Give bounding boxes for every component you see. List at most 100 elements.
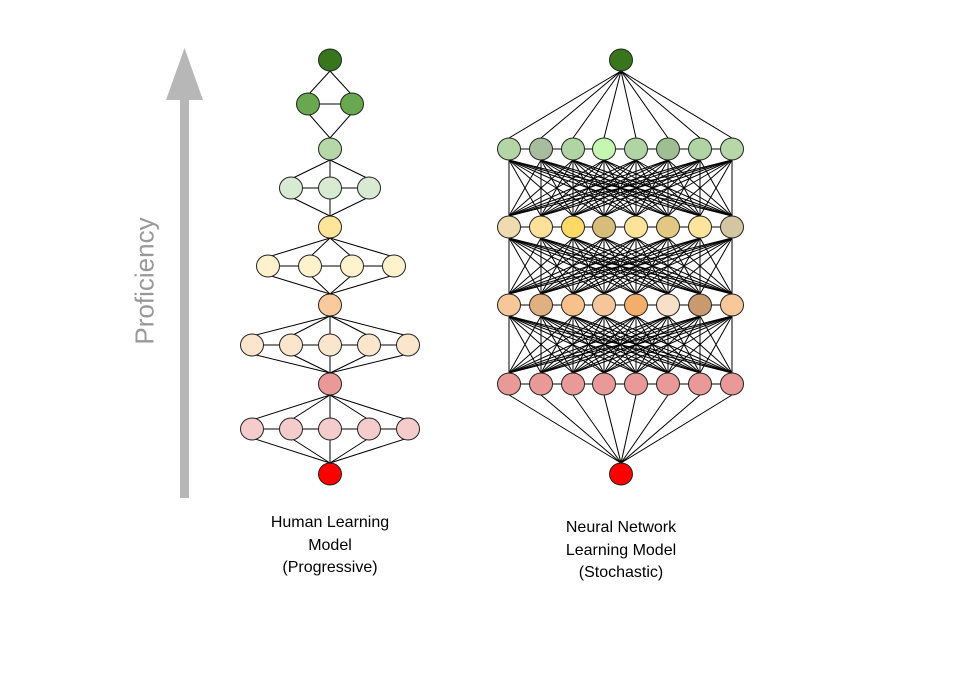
neural-edge: [572, 315, 733, 374]
neural-edge: [508, 315, 733, 374]
neural-edge: [603, 237, 733, 295]
neural-edge: [635, 237, 733, 295]
human-node: [279, 176, 303, 200]
neural-edge: [508, 159, 542, 217]
human-edge: [267, 237, 331, 258]
human-label-line: Model: [308, 536, 352, 554]
human-edge: [290, 394, 331, 421]
neural-edge: [620, 70, 701, 139]
neural-edge: [667, 159, 733, 217]
proficiency-arrow-shaft: [180, 98, 189, 498]
human-node: [318, 176, 342, 200]
neural-label-line: Neural Network: [565, 519, 677, 536]
human-node: [318, 48, 342, 72]
human-node: [296, 92, 320, 116]
neural-label-line: (Stochastic): [578, 564, 664, 581]
human-edge: [329, 274, 353, 295]
human-node: [279, 333, 303, 357]
neural-edge: [699, 237, 733, 295]
human-edge: [309, 274, 331, 295]
human-model-label: Human Learning Model (Progressive): [220, 512, 440, 580]
neural-node: [561, 137, 585, 161]
human-edge: [329, 437, 409, 464]
neural-node: [497, 215, 521, 239]
neural-node: [688, 137, 712, 161]
neural-node: [592, 372, 616, 396]
neural-node: [561, 293, 585, 317]
neural-edge: [620, 394, 701, 464]
neural-node: [592, 137, 616, 161]
neural-edge: [508, 237, 669, 295]
neural-edge: [620, 70, 669, 139]
human-node: [318, 372, 342, 396]
neural-edge: [699, 315, 733, 374]
neural-edge: [540, 394, 622, 464]
human-node: [318, 462, 342, 486]
neural-edge: [603, 159, 733, 217]
neural-node: [720, 215, 744, 239]
proficiency-arrow-head: [166, 48, 203, 100]
neural-edge: [540, 70, 622, 139]
neural-node: [624, 215, 648, 239]
proficiency-axis-label: Proficiency: [129, 217, 160, 345]
human-node: [279, 417, 303, 441]
human-node: [396, 333, 420, 357]
human-node: [318, 417, 342, 441]
neural-node: [561, 215, 585, 239]
neural-edge: [667, 237, 733, 295]
neural-edge: [508, 315, 701, 374]
neural-node: [624, 372, 648, 396]
neural-node: [656, 293, 680, 317]
human-edge: [329, 237, 353, 258]
neural-edge: [540, 237, 733, 295]
neural-node: [720, 372, 744, 396]
neural-node: [688, 293, 712, 317]
neural-edge: [635, 315, 733, 374]
neural-edge: [508, 159, 669, 217]
neural-node: [592, 215, 616, 239]
neural-node: [688, 372, 712, 396]
human-edge: [290, 196, 331, 217]
neural-edge: [508, 159, 637, 217]
neural-label-line: Learning Model: [565, 541, 677, 559]
neural-edge: [508, 315, 574, 374]
human-node: [318, 333, 342, 357]
neural-edge: [508, 159, 605, 217]
neural-node: [720, 293, 744, 317]
human-label-line: (Progressive): [282, 559, 378, 576]
neural-edge: [603, 70, 622, 139]
neural-edge: [620, 394, 669, 464]
human-node: [396, 417, 420, 441]
human-edge: [251, 315, 331, 337]
human-edge: [329, 315, 409, 337]
human-node: [340, 92, 364, 116]
neural-node: [656, 137, 680, 161]
neural-edge: [620, 70, 637, 139]
neural-edge: [603, 394, 622, 464]
neural-edge: [635, 159, 733, 217]
neural-edge: [620, 394, 733, 464]
neural-edge: [572, 159, 733, 217]
human-node: [298, 254, 322, 278]
human-edge: [290, 315, 331, 337]
neural-edge: [572, 237, 733, 295]
neural-edge: [508, 159, 733, 217]
neural-node: [497, 137, 521, 161]
human-node: [240, 333, 264, 357]
human-node: [318, 137, 342, 161]
human-edge: [329, 70, 353, 96]
human-edge: [329, 394, 409, 421]
neural-node: [609, 48, 633, 72]
human-edge: [329, 159, 370, 180]
human-edge: [329, 437, 370, 464]
neural-node: [624, 293, 648, 317]
neural-edge: [508, 394, 622, 464]
human-edge: [329, 274, 395, 295]
neural-node: [656, 215, 680, 239]
neural-node: [497, 293, 521, 317]
neural-edge: [508, 159, 574, 217]
human-node: [318, 215, 342, 239]
neural-node: [497, 372, 521, 396]
